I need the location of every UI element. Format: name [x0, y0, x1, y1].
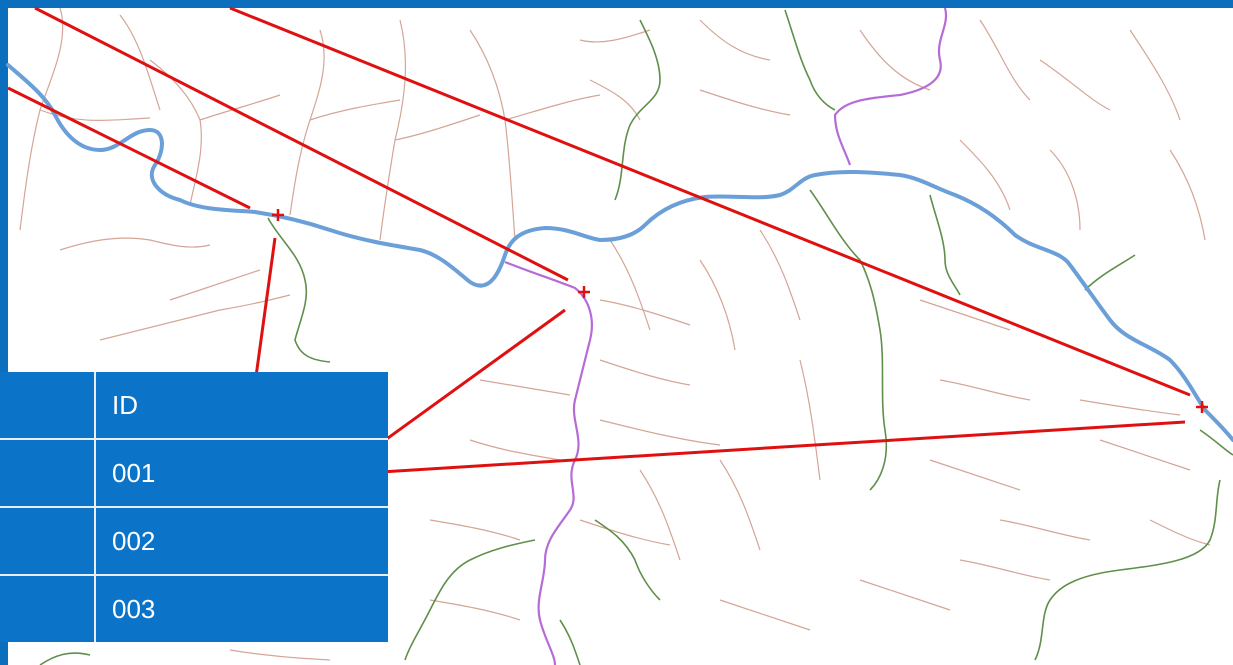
minor-stream: [589, 79, 641, 121]
minor-stream: [429, 599, 521, 621]
minor-stream: [599, 359, 691, 386]
green-streams: [39, 9, 1233, 665]
purple-streams: [504, 7, 948, 665]
pointer-line-top-to-point-1: [229, 6, 1191, 397]
green-stream: [1199, 429, 1233, 456]
minor-stream: [699, 19, 771, 61]
table-cell-id: 003: [112, 593, 156, 624]
minor-stream: [759, 229, 801, 321]
point-markers: [272, 209, 1208, 413]
minor-stream: [859, 29, 931, 91]
minor-stream: [169, 269, 261, 301]
minor-stream: [1149, 519, 1211, 546]
green-stream: [594, 519, 661, 601]
minor-stream: [1049, 149, 1081, 231]
red-cross-icon: [578, 286, 590, 298]
minor-stream: [1099, 439, 1191, 471]
table-cell-key: [0, 507, 96, 576]
id-table: ID 001 002 003: [0, 372, 388, 642]
purple-stream: [833, 7, 948, 166]
minor-stream: [979, 19, 1031, 101]
minor-stream: [929, 459, 1021, 491]
table-row: 001: [0, 439, 388, 508]
minor-stream: [799, 359, 821, 481]
minor-stream: [599, 299, 691, 326]
red-cross-icon: [272, 209, 284, 221]
pointer-line-left-to-point-3: [7, 86, 251, 210]
minor-stream: [959, 559, 1051, 581]
minor-stream: [504, 94, 601, 121]
minor-stream: [959, 139, 1011, 211]
minor-stream: [699, 89, 791, 116]
minor-stream: [719, 599, 811, 631]
top-frame-bar: [0, 0, 1233, 8]
minor-stream: [939, 379, 1031, 401]
table-row: 003: [0, 575, 388, 642]
minor-stream: [579, 519, 671, 546]
minor-stream: [469, 29, 516, 241]
table-row: 002: [0, 507, 388, 576]
table-header-row: ID: [0, 372, 388, 440]
minor-stream: [479, 379, 571, 396]
left-frame-bar-lower: [0, 640, 8, 665]
table-cell-id: 002: [95, 507, 388, 576]
minor-stream: [289, 29, 325, 216]
green-stream: [39, 652, 91, 665]
minor-stream: [1039, 59, 1111, 111]
table-cell-id: 001: [95, 439, 388, 508]
minor-stream: [1169, 149, 1206, 241]
table-header-cell-id: ID: [95, 372, 388, 440]
minor-stream: [1079, 399, 1181, 416]
green-stream: [404, 539, 536, 661]
minor-stream: [919, 299, 1011, 331]
main-river: [6, 63, 1233, 442]
minor-stream: [469, 439, 561, 461]
minor-stream: [639, 469, 681, 561]
minor-stream: [309, 99, 401, 121]
green-stream: [614, 19, 661, 201]
green-stream: [784, 9, 836, 111]
minor-stream: [1129, 29, 1181, 121]
table-cell-key: [0, 439, 96, 508]
minor-stream: [199, 94, 281, 121]
left-frame-bar: [0, 0, 8, 372]
green-stream: [809, 189, 888, 491]
red-cross-icon: [1196, 401, 1208, 413]
minor-stream: [699, 259, 736, 351]
green-stream: [1084, 254, 1136, 291]
minor-stream: [119, 14, 161, 111]
minor-stream: [859, 579, 951, 611]
minor-stream: [579, 29, 651, 43]
minor-stream: [719, 459, 761, 551]
green-stream: [267, 217, 331, 363]
minor-stream: [99, 294, 291, 341]
table-cell-key: [0, 575, 96, 642]
green-stream: [929, 194, 961, 296]
minor-stream: [609, 239, 651, 331]
minor-stream: [999, 519, 1091, 541]
minor-stream: [59, 237, 211, 251]
pointer-line-top-to-point-2: [34, 6, 569, 282]
table-header-cell-key: [0, 372, 96, 440]
minor-stream: [429, 519, 521, 541]
minor-stream: [379, 19, 407, 241]
green-stream: [1034, 479, 1221, 661]
minor-stream: [229, 649, 331, 661]
green-stream: [559, 619, 581, 665]
minor-stream: [394, 114, 481, 141]
minor-stream: [599, 419, 721, 446]
